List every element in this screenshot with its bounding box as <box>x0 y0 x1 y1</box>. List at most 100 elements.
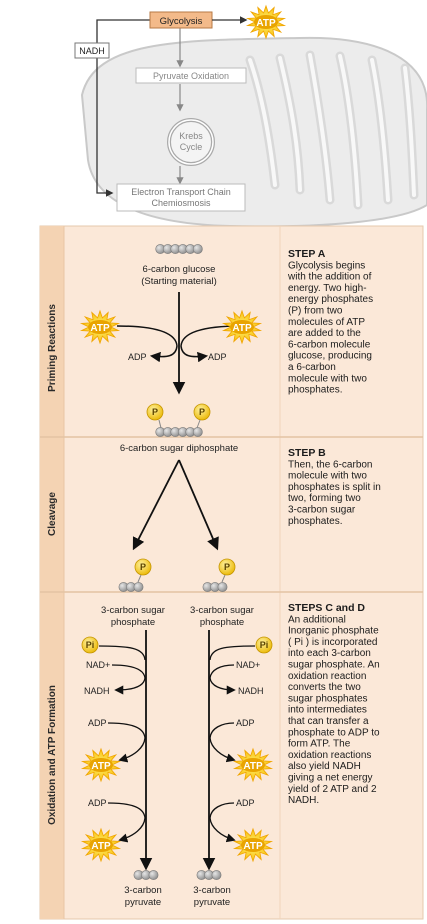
carbon-atom-icon <box>192 427 203 437</box>
step-text-line: into each 3-carbon <box>288 648 371 659</box>
step-text-line: STEPS C and D <box>288 602 365 614</box>
atp-label-priming-right: ATP <box>232 323 252 334</box>
phosphate-priming-right: P <box>193 403 211 421</box>
step-text-line: (P) from two <box>288 306 343 317</box>
atp-burst-priming-left: ATP <box>79 309 121 345</box>
adp-label-left-2: ADP <box>88 798 107 808</box>
adp-loop-right-1 <box>209 722 236 763</box>
step-text-line: two, forming two <box>288 493 361 504</box>
step-text-line: a 6-carbon <box>288 362 336 373</box>
step-text-line: oxidation reaction <box>288 671 366 682</box>
sugar-diphosphate-chain <box>155 427 203 437</box>
phosphate-circle-icon <box>193 403 211 421</box>
step-text-line: yield of 2 ATP and 2 <box>288 784 377 795</box>
atp-core-icon <box>241 758 265 772</box>
carbon-atom-icon <box>192 244 203 254</box>
etc-label-line1: Electron Transport Chain <box>131 187 231 197</box>
adp-loop-left-1 <box>107 722 146 763</box>
step-text-line: Inorganic phosphate <box>288 626 379 637</box>
triose-chain-left <box>118 582 144 592</box>
step-text-line: giving a net energy <box>288 773 373 784</box>
step-text-line: phosphates is split in <box>288 482 381 493</box>
sugar-phosphate-left-line1: 3-carbon sugar <box>101 605 165 616</box>
side-label-oxidation: Oxidation and ATP Formation <box>47 685 58 825</box>
pi-label-left: Pi <box>86 640 95 650</box>
atp-core-icon <box>230 320 254 334</box>
pyruvate-oxidation-box <box>135 67 247 84</box>
glucose-chain <box>155 244 203 254</box>
etc-box <box>116 183 246 212</box>
priming-section: 6-carbon glucose (Starting material) ATP… <box>79 244 373 454</box>
pyruvate-left-line1: 3-carbon <box>124 885 162 896</box>
nad-label-left: NAD+ <box>86 660 110 670</box>
phosphate-circle-icon <box>146 403 164 421</box>
step-text-line: phosphates. <box>288 516 343 527</box>
sidebar-background <box>40 226 64 919</box>
nadh-pathway-line <box>96 19 150 197</box>
step-text-line: Glycolysis begins <box>288 260 365 271</box>
atp-burst-top: ATP <box>245 4 287 40</box>
carbon-atom-icon <box>217 582 228 592</box>
phosphate-circle-icon <box>255 636 273 654</box>
nad-loop-right <box>209 664 236 695</box>
step-text-line: phosphate to ADP to <box>288 727 380 738</box>
krebs-cycle: Krebs Cycle <box>167 118 215 166</box>
cleavage-arrow-left <box>132 459 180 551</box>
phosphate-label-cleavage-left: P <box>140 562 146 572</box>
triose-chain-right <box>202 582 228 592</box>
glycolysis-label: Glycolysis <box>160 16 203 27</box>
adp-loop-right-2 <box>209 802 236 843</box>
pi-label-right: Pi <box>260 640 269 650</box>
atp-core-icon <box>89 758 113 772</box>
pyruvate-chain-left <box>133 870 159 880</box>
adp-loop-left-2 <box>107 802 146 843</box>
atp-label-ox-left-2: ATP <box>91 841 111 852</box>
atp-burst-ox-right-1: ATP <box>232 747 274 783</box>
atp-core-icon <box>254 15 278 29</box>
step-text-line: ( Pi ) is incorporated <box>288 637 377 648</box>
step-text-line: into intermediates <box>288 705 367 716</box>
step-text-line: also yield NADH <box>288 761 361 772</box>
glucose-label-line2: (Starting material) <box>141 276 217 287</box>
atp-burst-ox-right-2: ATP <box>232 827 274 863</box>
nadh-label: NADH <box>79 46 105 56</box>
step-text-line: Then, the 6-carbon <box>288 459 373 470</box>
carbon-atom-icon <box>133 582 144 592</box>
phosphate-cleavage-right: P <box>218 558 236 576</box>
step-text-line: An additional <box>288 614 346 625</box>
step-text-line: 3-carbon sugar <box>288 505 356 516</box>
pi-left: Pi <box>81 636 99 654</box>
phosphate-label-cleavage-right: P <box>224 562 230 572</box>
priming-atp-left-arrow <box>116 325 178 363</box>
oxidation-section: 3-carbon sugar phosphate 3-carbon sugar … <box>80 602 380 908</box>
sugar-diphosphate-label: 6-carbon sugar diphosphate <box>120 443 238 454</box>
step-text-line: form ATP. The <box>288 739 351 750</box>
phosphate-label-priming-right: P <box>199 407 205 417</box>
atp-burst-priming-right: ATP <box>221 309 263 345</box>
step-text-line: oxidation reactions <box>288 750 371 761</box>
adp-label-right-1: ADP <box>236 718 255 728</box>
step-text-line: with the addition of <box>287 272 372 283</box>
atp-label-ox-right-2: ATP <box>243 841 263 852</box>
step-text-line: sugar phosphate. An <box>288 660 380 671</box>
mitochondrion-illustration <box>80 36 427 228</box>
krebs-label-line2: Cycle <box>180 142 203 152</box>
adp-label-priming-right: ADP <box>208 352 227 362</box>
phosphate-circle-icon <box>218 558 236 576</box>
carbon-atom-icon <box>211 870 222 880</box>
atp-label-top: ATP <box>256 18 276 29</box>
pyruvate-right-line2: pyruvate <box>194 897 230 908</box>
step-text-line: molecules of ATP <box>288 317 365 328</box>
pi-right: Pi <box>255 636 273 654</box>
glycolysis-steps-panel: Priming Reactions Cleavage Oxidation and… <box>39 225 424 920</box>
step-text-line: 6-carbon molecule <box>288 339 371 350</box>
phosphate-cleavage-left: P <box>134 558 152 576</box>
pyruvate-left-line2: pyruvate <box>125 897 161 908</box>
step-text-line: that can transfer a <box>288 716 369 727</box>
side-label-cleavage: Cleavage <box>47 492 58 536</box>
sugar-phosphate-right-line2: phosphate <box>200 617 244 628</box>
